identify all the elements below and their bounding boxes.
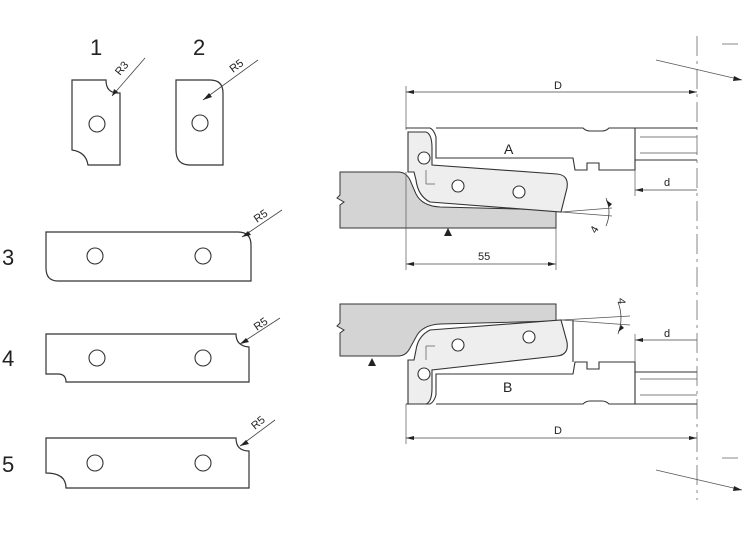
- profile-2: 2 R5: [175, 35, 259, 166]
- assembly-a-screw-2: [451, 179, 465, 193]
- assembly-b-angle-edge-line: [560, 319, 631, 326]
- assembly-b-cutter-bottom-edge: [436, 400, 697, 405]
- assembly-a-screw-3: [512, 185, 526, 199]
- profile-1-radius-leader: [111, 57, 146, 97]
- profile-5-number: 5: [2, 452, 14, 477]
- assembly-b: B d 4 D: [336, 298, 697, 444]
- profile-4-radius-label: R5: [252, 316, 270, 334]
- assembly-b-overall-arrow-left: [406, 436, 414, 440]
- profile-2-radius-label: R5: [228, 57, 246, 75]
- assembly-a-cutter-top-edge: [436, 127, 697, 132]
- spindle-axis: [655, 36, 743, 500]
- profile-2-radius-arrow: [203, 93, 212, 100]
- assembly-a-width-arrow-right: [548, 262, 556, 266]
- assembly-b-screw-2: [451, 338, 465, 352]
- assembly-b-angle-arrow: [618, 325, 624, 332]
- profile-3-radius-arrow: [242, 231, 251, 237]
- profile-4-hole-right: [194, 349, 212, 367]
- assembly-b-angle-ref-line: [560, 315, 631, 321]
- assembly-b-label: B: [503, 379, 512, 395]
- assembly-a-angle-ref-line: [560, 211, 613, 217]
- assembly-b-overall-arrow-right: [689, 436, 697, 440]
- profile-1: 1 R3: [71, 35, 146, 166]
- assembly-b-depth-label: d: [664, 328, 670, 340]
- assembly-a-overall-arrow-right: [689, 90, 697, 94]
- profile-3-number: 3: [2, 245, 14, 270]
- profile-2-radius-leader: [202, 59, 259, 101]
- rotation-bottom-arrow-line: [655, 469, 743, 491]
- profile-5-hole-left: [86, 454, 104, 472]
- profile-5: 5 R5: [2, 414, 276, 489]
- assembly-a-width-arrow-left: [406, 262, 414, 266]
- assembly-a-knife: [407, 131, 568, 213]
- assembly-a-label: A: [504, 141, 514, 157]
- rotation-top-arrowhead: [733, 76, 742, 81]
- assembly-a-width-label: 55: [478, 251, 490, 263]
- assembly-a-overall-arrow-left: [406, 90, 414, 94]
- profile-1-radius-arrow: [112, 89, 118, 96]
- profile-4-hole-left: [88, 349, 106, 367]
- assembly-a-angle-edge-line: [560, 207, 613, 213]
- assembly-a-screw-1: [417, 151, 431, 165]
- profile-5-radius-arrow: [240, 440, 249, 446]
- profile-5-hole-right: [194, 454, 212, 472]
- profile-3: 3 R5: [2, 208, 283, 282]
- assembly-a-reference-mark: [444, 228, 452, 236]
- assembly-a-angle-arc: [605, 197, 610, 227]
- profile-3-blade: [45, 231, 252, 282]
- profile-2-number: 2: [193, 35, 205, 60]
- profile-3-radius-label: R5: [252, 208, 270, 226]
- assembly-b-cutter-body: [406, 361, 697, 405]
- assembly-b-overall-label: D: [554, 425, 562, 437]
- profile-4-number: 4: [2, 346, 14, 371]
- assembly-a-angle-label: 4: [588, 224, 601, 235]
- profile-5-blade: [45, 437, 250, 489]
- profile-1-number: 1: [90, 35, 102, 60]
- profile-4-radius-arrow: [240, 338, 249, 344]
- profile-3-hole-right: [194, 247, 212, 265]
- assembly-b-screw-3: [522, 330, 536, 344]
- assembly-a-cutter-body: [406, 127, 697, 171]
- assembly-a-overall-label: D: [554, 80, 562, 92]
- profile-4-blade: [45, 333, 250, 383]
- assembly-b-workpiece: [336, 303, 557, 357]
- assembly-a-angle-arrow: [606, 200, 612, 207]
- profile-4: 4 R5: [2, 316, 281, 383]
- assembly-a: D A d 4 55: [336, 80, 697, 270]
- assembly-a-depth-arrow: [635, 188, 643, 192]
- assembly-a-workpiece: [336, 171, 557, 229]
- assembly-b-depth-arrow: [635, 338, 643, 342]
- profile-3-hole-left: [86, 247, 104, 265]
- assembly-b-angle-label: 4: [615, 298, 627, 304]
- profile-1-hole: [88, 115, 106, 133]
- assembly-b-screw-1: [417, 367, 431, 381]
- profile-5-radius-label: R5: [249, 414, 267, 432]
- assembly-a-depth-label: d: [664, 177, 670, 189]
- assembly-b-reference-mark: [368, 358, 376, 366]
- rotation-bottom-arrowhead: [733, 486, 742, 491]
- rotation-top-arrow-line: [655, 59, 743, 81]
- profile-1-radius-label: R3: [113, 59, 131, 77]
- assembly-b-knife: [407, 319, 568, 405]
- profile-2-hole: [191, 114, 209, 132]
